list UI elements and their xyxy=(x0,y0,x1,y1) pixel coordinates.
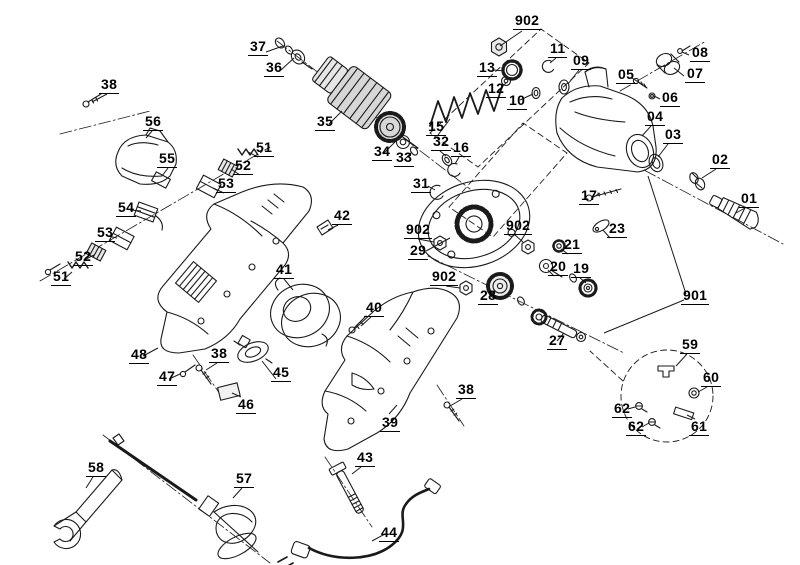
part-label-42: 42 xyxy=(332,207,353,225)
part-label-40: 40 xyxy=(364,299,385,317)
part-label-52: 52 xyxy=(233,157,254,175)
part-label-39: 39 xyxy=(380,414,401,432)
screw-47-drawing xyxy=(179,364,196,378)
switch-parts-drawing xyxy=(635,365,700,429)
part-label-12: 12 xyxy=(486,80,507,98)
strain-relief-drawing xyxy=(709,194,759,230)
part-label-01: 01 xyxy=(739,190,760,208)
part-label-35: 35 xyxy=(315,113,336,131)
part-label-58: 58 xyxy=(86,459,107,477)
part-label-902: 902 xyxy=(404,221,433,239)
part-label-52: 52 xyxy=(73,248,94,266)
part-label-15: 15 xyxy=(426,118,447,136)
part-label-59: 59 xyxy=(680,336,701,354)
bolt-43-drawing xyxy=(328,461,364,514)
pad-46-drawing xyxy=(217,382,241,401)
right-housing-drawing xyxy=(321,287,460,452)
screw-38b-drawing xyxy=(195,364,212,385)
spring-drawing xyxy=(429,86,503,127)
housing-small-parts-drawing xyxy=(632,45,706,191)
part-label-17: 17 xyxy=(579,187,600,205)
part-label-07: 07 xyxy=(685,65,706,83)
part-label-37: 37 xyxy=(248,38,269,56)
part-label-11: 11 xyxy=(548,40,568,58)
part-label-53: 53 xyxy=(216,175,237,193)
motor-housing-drawing xyxy=(555,66,657,173)
part-label-34: 34 xyxy=(372,143,393,161)
part-label-55: 55 xyxy=(157,150,178,168)
wrench-drawing xyxy=(53,469,123,550)
part-label-43: 43 xyxy=(355,449,376,467)
screw-38c-drawing xyxy=(443,401,460,422)
part-label-51: 51 xyxy=(254,139,275,157)
spindle-drawing xyxy=(530,308,587,343)
part-label-31: 31 xyxy=(411,175,432,193)
part-label-902: 902 xyxy=(430,268,459,286)
ratchet-parts-drawing xyxy=(490,37,570,100)
part-label-38: 38 xyxy=(456,381,477,399)
part-label-03: 03 xyxy=(663,126,684,144)
part-label-29: 29 xyxy=(408,242,429,260)
part-label-901: 901 xyxy=(681,287,710,305)
part-label-60: 60 xyxy=(701,369,722,387)
brush-plate-drawing xyxy=(233,334,273,364)
part-label-62: 62 xyxy=(626,418,647,436)
part-label-46: 46 xyxy=(236,396,257,414)
part-label-47: 47 xyxy=(157,368,178,386)
part-label-61: 61 xyxy=(689,418,710,436)
part-label-44: 44 xyxy=(379,524,400,542)
paddle-drawing xyxy=(108,433,259,560)
part-label-45: 45 xyxy=(271,364,292,382)
part-label-13: 13 xyxy=(477,59,498,77)
part-label-08: 08 xyxy=(690,44,711,62)
part-label-902: 902 xyxy=(504,217,533,235)
bearing-washers-drawing xyxy=(395,134,461,200)
part-label-06: 06 xyxy=(660,89,681,107)
part-label-54: 54 xyxy=(116,199,137,217)
part-label-09: 09 xyxy=(571,52,592,70)
part-label-902: 902 xyxy=(513,12,542,30)
part-label-62: 62 xyxy=(612,400,633,418)
part-label-36: 36 xyxy=(264,59,285,77)
part-label-28: 28 xyxy=(478,287,499,305)
part-label-38: 38 xyxy=(99,76,120,94)
part-label-16: 16 xyxy=(451,139,472,157)
gear-cluster-drawing xyxy=(486,219,610,306)
part-label-56: 56 xyxy=(143,113,164,131)
stator-drawing xyxy=(270,277,341,348)
part-label-48: 48 xyxy=(129,346,150,364)
part-label-21: 21 xyxy=(562,236,583,254)
cover-56-drawing xyxy=(115,127,177,185)
part-label-20: 20 xyxy=(548,258,569,276)
armature-drawing xyxy=(274,37,419,149)
part-label-04: 04 xyxy=(645,108,666,126)
part-label-02: 02 xyxy=(710,151,731,169)
left-housing-drawing xyxy=(157,183,312,354)
part-label-19: 19 xyxy=(571,260,592,278)
part-label-57: 57 xyxy=(234,470,255,488)
cord-drawing xyxy=(277,478,441,565)
plug-screws-drawing xyxy=(433,235,535,296)
part-label-32: 32 xyxy=(431,133,452,151)
part-label-38: 38 xyxy=(209,345,230,363)
part-label-23: 23 xyxy=(607,220,628,238)
part-label-27: 27 xyxy=(547,332,568,350)
part-label-51: 51 xyxy=(51,268,72,286)
part-label-05: 05 xyxy=(616,66,637,84)
part-label-53: 53 xyxy=(95,224,116,242)
part-label-10: 10 xyxy=(507,92,528,110)
part-label-41: 41 xyxy=(274,261,295,279)
brush-parts-left-drawing xyxy=(44,226,135,276)
part-label-33: 33 xyxy=(394,149,415,167)
